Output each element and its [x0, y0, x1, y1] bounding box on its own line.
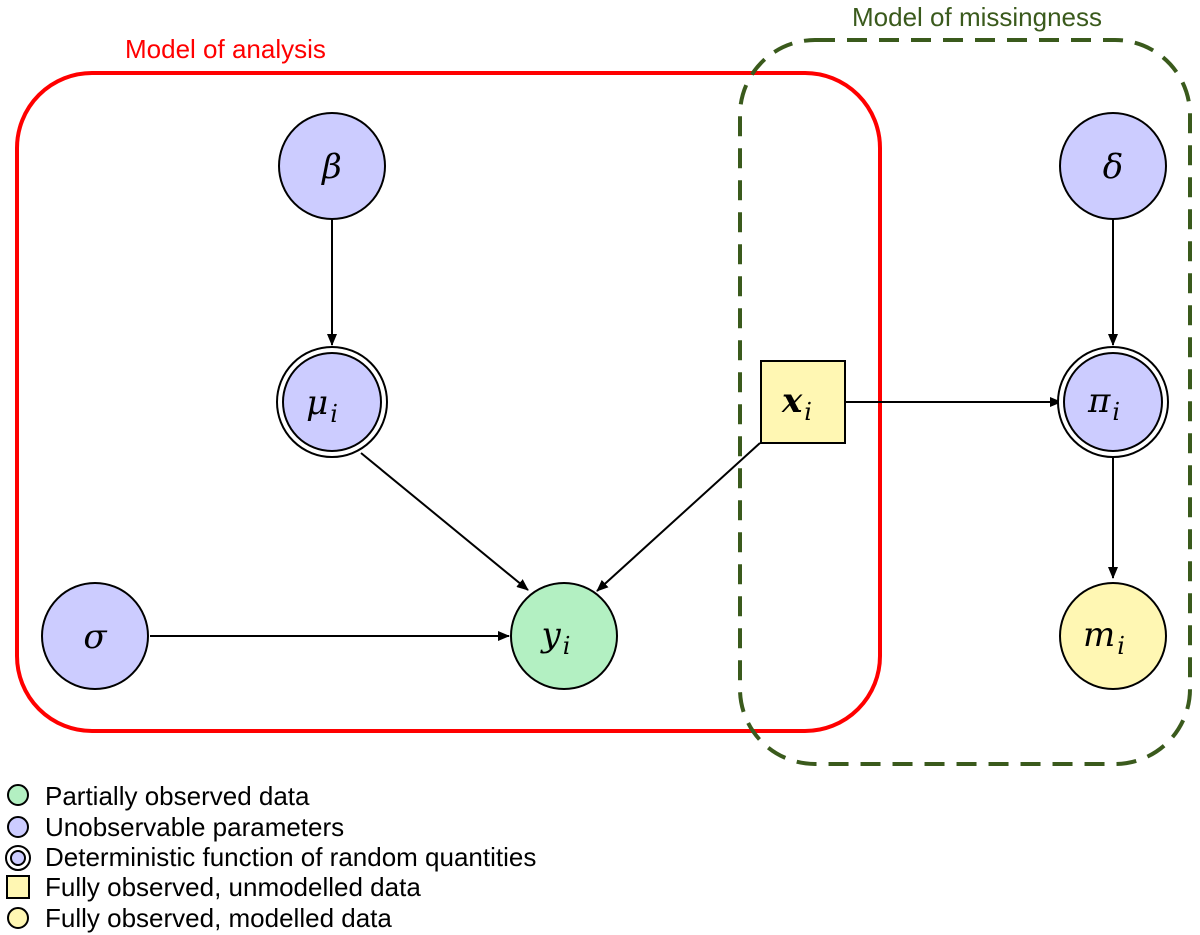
- node-delta-shape: [1059, 112, 1167, 220]
- node-x-label: xi: [781, 381, 812, 426]
- legend-item-unobservable: Unobservable parameters: [7, 812, 344, 842]
- legend-square-icon: [6, 875, 30, 899]
- legend-square-text: Fully observed, unmodelled data: [45, 872, 421, 902]
- node-beta: β: [278, 112, 386, 220]
- node-y-shape: [510, 582, 618, 690]
- legend-deterministic-text: Deterministic function of random quantit…: [45, 842, 536, 872]
- node-mu: μi: [276, 346, 388, 458]
- analysis-group-label: Model of analysis: [125, 34, 326, 64]
- legend-item-partial: Partially observed data: [7, 781, 310, 811]
- node-sigma-label: σ: [83, 617, 107, 657]
- edge-mu-y: [360, 452, 529, 591]
- legend-unobservable-text: Unobservable parameters: [45, 812, 344, 842]
- node-delta-label: δ: [1103, 147, 1123, 187]
- node-sigma-shape: [41, 582, 149, 690]
- legend-partial-text: Partially observed data: [45, 781, 310, 811]
- legend-partial-icon: [7, 784, 29, 806]
- edge-x-y: [596, 442, 761, 592]
- legend-unobservable-icon: [7, 816, 29, 838]
- legend-item-deterministic: Deterministic function of random quantit…: [5, 842, 536, 872]
- node-pi-label: πi: [1087, 381, 1120, 426]
- legend-fully-icon: [7, 907, 29, 929]
- node-mu-label: μi: [306, 383, 338, 428]
- legend: Partially observed data Unobservable par…: [5, 781, 536, 933]
- node-x-shape: [760, 360, 846, 444]
- node-y: yi: [510, 582, 618, 690]
- node-pi: πi: [1057, 346, 1169, 458]
- missingness-group-label: Model of missingness: [852, 2, 1102, 32]
- node-m-shape: [1059, 582, 1167, 690]
- node-beta-label: β: [320, 147, 342, 187]
- node-m: mi: [1059, 582, 1167, 690]
- legend-fully-text: Fully observed, modelled data: [45, 903, 392, 933]
- node-x: xi: [760, 360, 846, 444]
- missingness-group-box: [738, 38, 1192, 766]
- node-m-label: mi: [1083, 615, 1125, 660]
- legend-item-fully: Fully observed, modelled data: [7, 903, 392, 933]
- node-pi-shape: [1063, 352, 1163, 452]
- node-sigma: σ: [41, 582, 149, 690]
- node-beta-shape: [278, 112, 386, 220]
- node-y-label: yi: [540, 615, 571, 660]
- node-mu-shape: [282, 352, 382, 452]
- legend-item-square: Fully observed, unmodelled data: [6, 872, 421, 902]
- node-delta: δ: [1059, 112, 1167, 220]
